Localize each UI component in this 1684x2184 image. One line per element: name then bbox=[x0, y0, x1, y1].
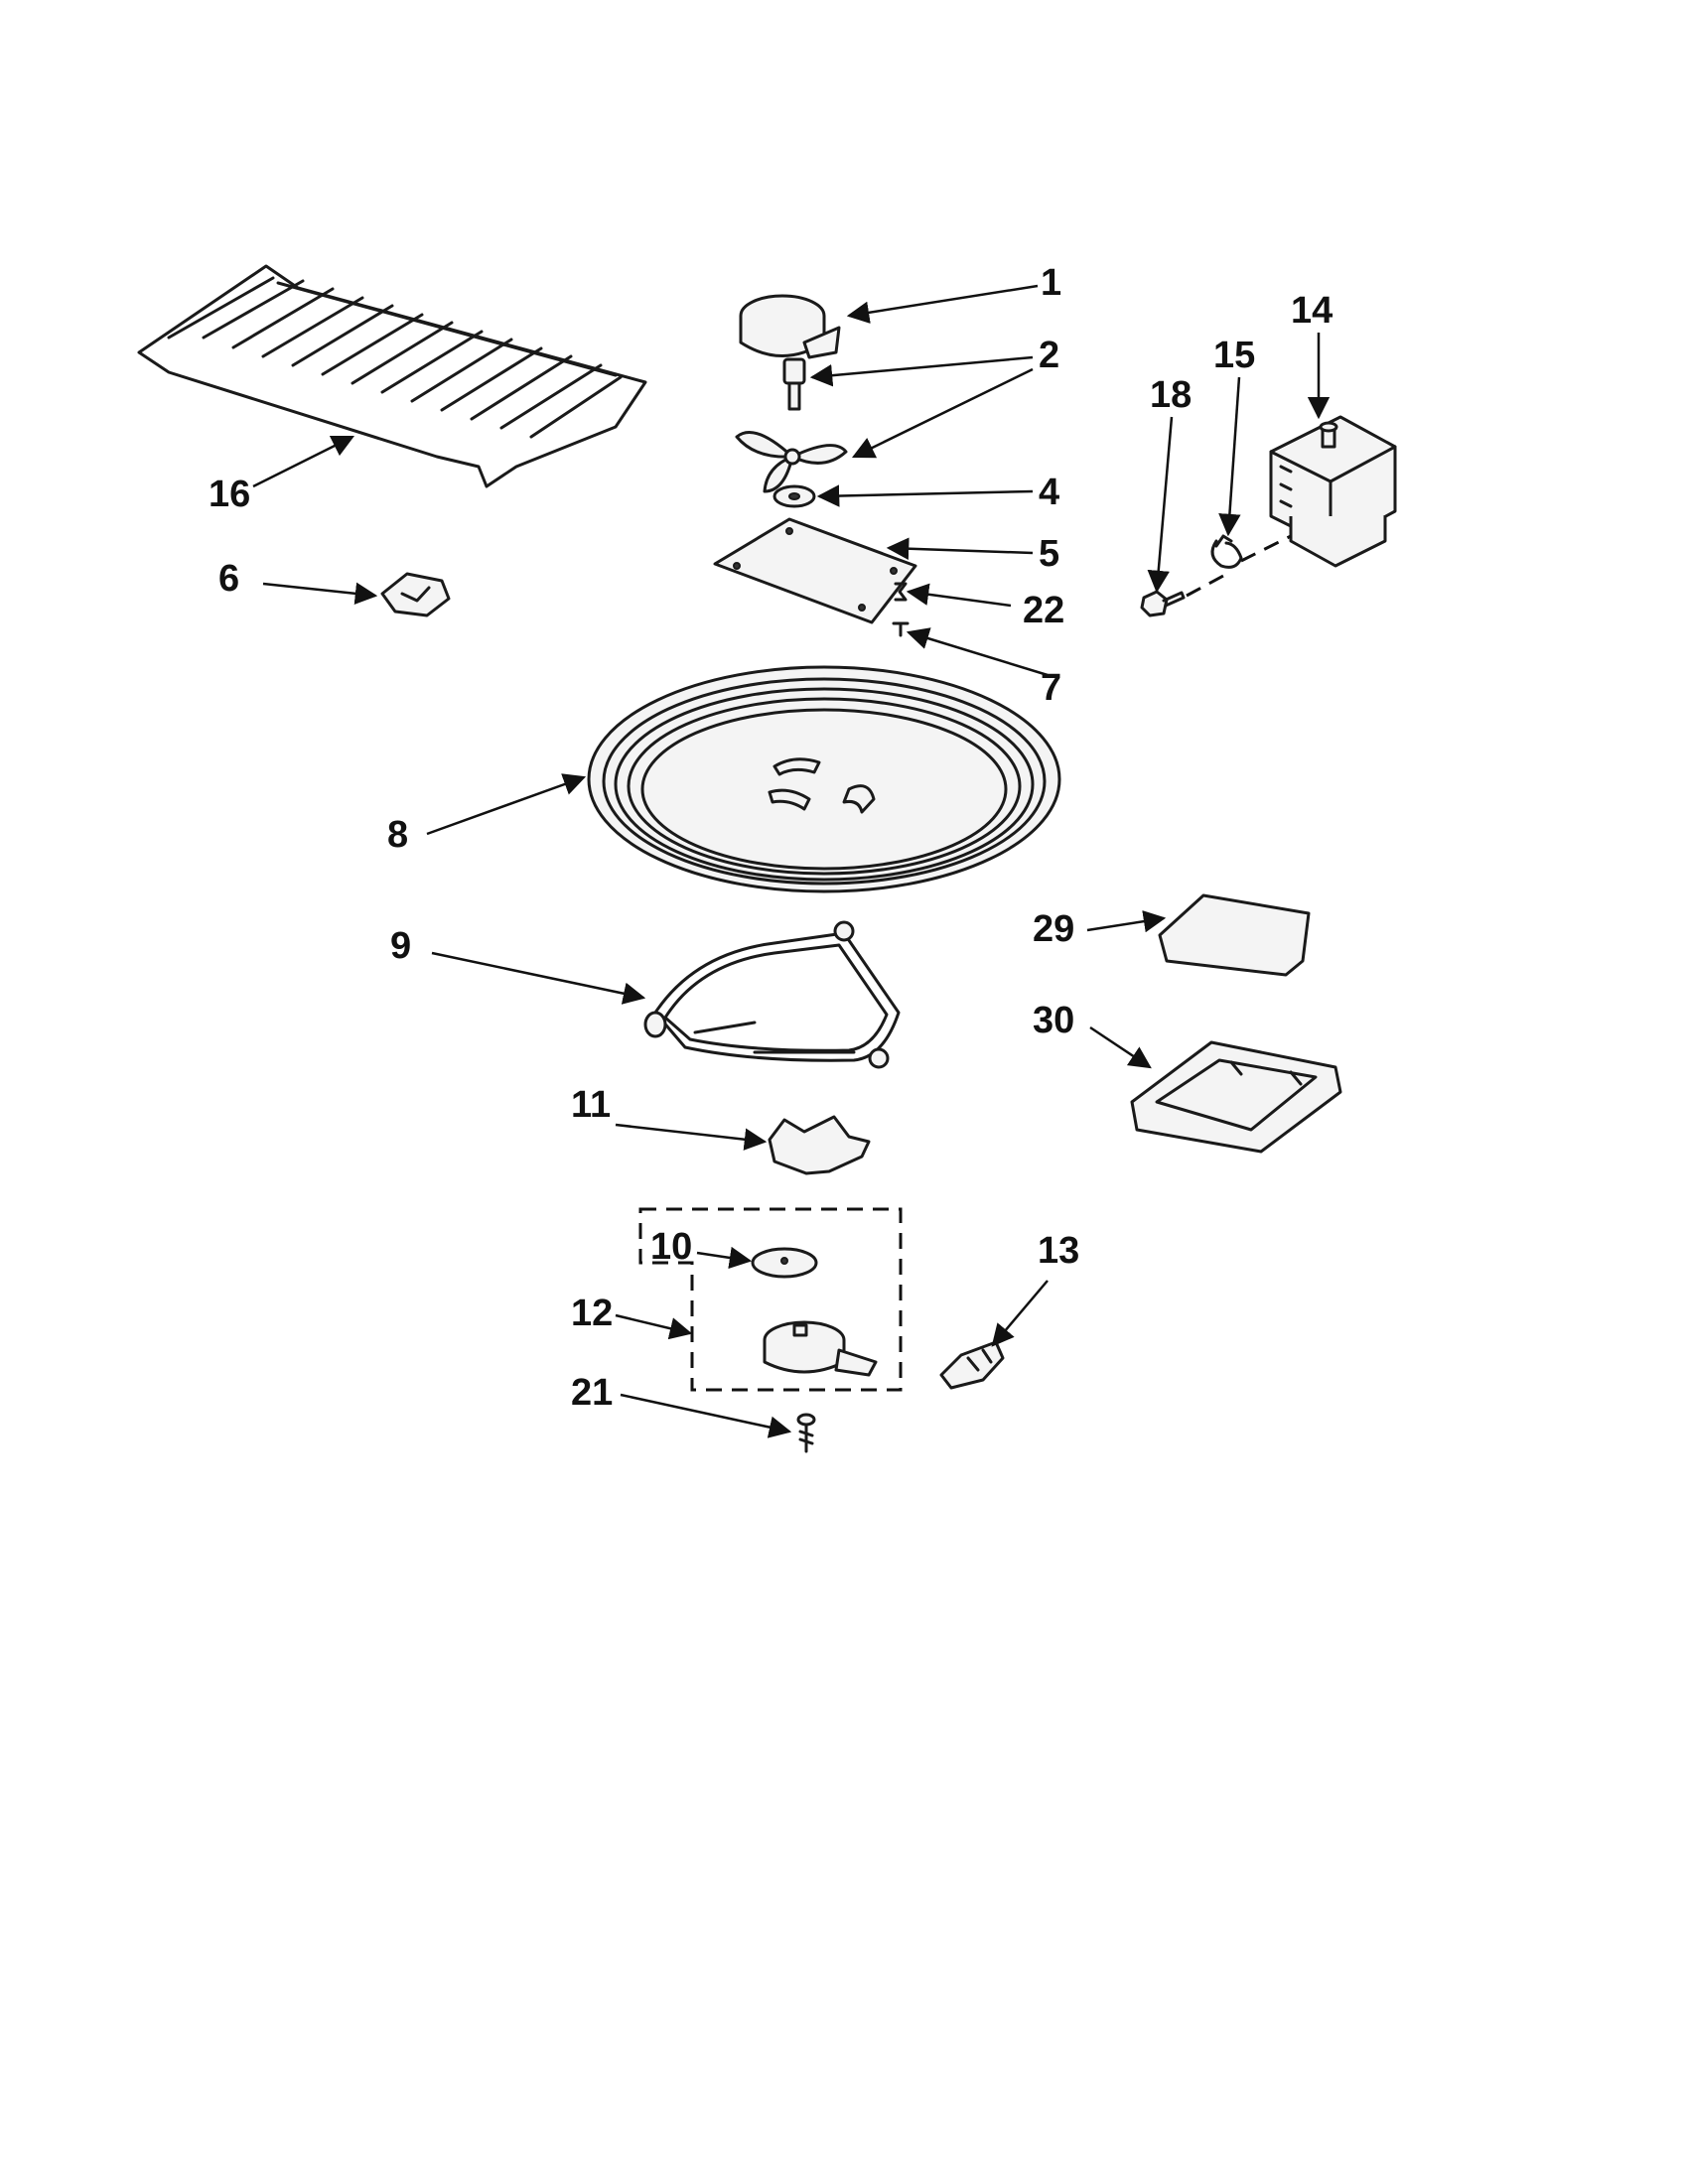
callout-29: 29 bbox=[1033, 908, 1074, 950]
drive-disc-part bbox=[751, 1247, 818, 1279]
leader-lines bbox=[252, 284, 1331, 1438]
callout-2: 2 bbox=[1039, 335, 1059, 376]
cover-plate-part bbox=[713, 517, 917, 624]
callout-11: 11 bbox=[571, 1084, 611, 1126]
callout-12: 12 bbox=[571, 1293, 613, 1334]
turntable-tray-part bbox=[587, 665, 1061, 893]
callout-18: 18 bbox=[1150, 374, 1192, 416]
fan-blade-part bbox=[735, 431, 848, 493]
screw-22-part bbox=[894, 582, 908, 602]
callout-16: 16 bbox=[209, 474, 250, 515]
turntable-motor-part bbox=[763, 1320, 878, 1377]
callout-22: 22 bbox=[1023, 590, 1064, 631]
callout-8: 8 bbox=[387, 814, 408, 856]
callout-6: 6 bbox=[218, 558, 239, 600]
callout-14: 14 bbox=[1291, 290, 1333, 332]
filter-frame-part bbox=[1130, 1040, 1342, 1154]
switch-part bbox=[939, 1340, 1005, 1390]
screw-7-part bbox=[892, 621, 910, 637]
callout-21: 21 bbox=[571, 1372, 613, 1414]
callout-30: 30 bbox=[1033, 1000, 1074, 1041]
motor-assembly-group-box bbox=[638, 1207, 903, 1392]
callout-10: 10 bbox=[650, 1226, 692, 1268]
fan-shaft-part bbox=[782, 357, 806, 411]
roller-ring-part bbox=[643, 920, 901, 1069]
screw-21-part bbox=[796, 1413, 816, 1453]
magnetron-part bbox=[1269, 415, 1397, 568]
callout-9: 9 bbox=[390, 925, 411, 967]
rack-clip-part bbox=[380, 572, 451, 617]
callout-4: 4 bbox=[1039, 472, 1059, 513]
assembly-dash-line bbox=[1186, 534, 1292, 598]
callout-1: 1 bbox=[1041, 262, 1061, 304]
callout-15: 15 bbox=[1213, 335, 1255, 376]
bolt-part bbox=[1140, 590, 1186, 617]
filter-pad-part bbox=[1158, 893, 1311, 977]
washer-part bbox=[772, 484, 816, 508]
clamp-part bbox=[1210, 534, 1243, 569]
coupler-part bbox=[768, 1115, 871, 1175]
oven-rack-part bbox=[137, 264, 647, 488]
callout-7: 7 bbox=[1041, 667, 1061, 709]
callout-5: 5 bbox=[1039, 533, 1059, 575]
fan-motor-part bbox=[739, 294, 841, 359]
callout-13: 13 bbox=[1038, 1230, 1079, 1272]
